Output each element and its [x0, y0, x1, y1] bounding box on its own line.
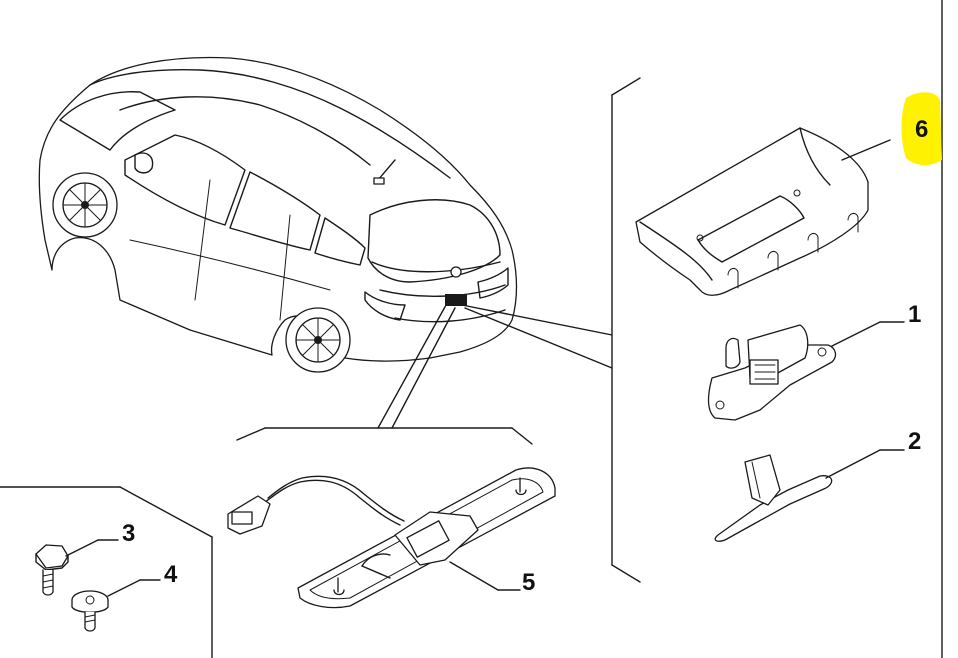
right-group-bracket: [611, 77, 641, 583]
callout-5: 5: [522, 569, 535, 596]
part-3-bolt: [35, 539, 119, 596]
tailgate-latch-marker: [445, 294, 467, 306]
part-2-striker: [714, 449, 905, 542]
part-1-lock: [707, 321, 905, 421]
center-group-bracket: [236, 427, 533, 445]
callout-3: 3: [122, 520, 135, 547]
part-4-screw: [71, 579, 161, 632]
rear-wheel: [285, 307, 351, 373]
part-6-cover: [635, 127, 891, 296]
callout-6: 6: [915, 116, 928, 143]
highlight-mark: [901, 92, 942, 166]
left-group-bracket: [0, 486, 213, 658]
front-wheel: [52, 172, 118, 238]
car-illustration: [38, 56, 518, 373]
callout-2: 2: [908, 428, 921, 455]
leader-lines: [377, 304, 613, 429]
callout-1: 1: [908, 301, 921, 328]
callout-4: 4: [164, 561, 178, 588]
part-5-handle: [227, 467, 556, 609]
